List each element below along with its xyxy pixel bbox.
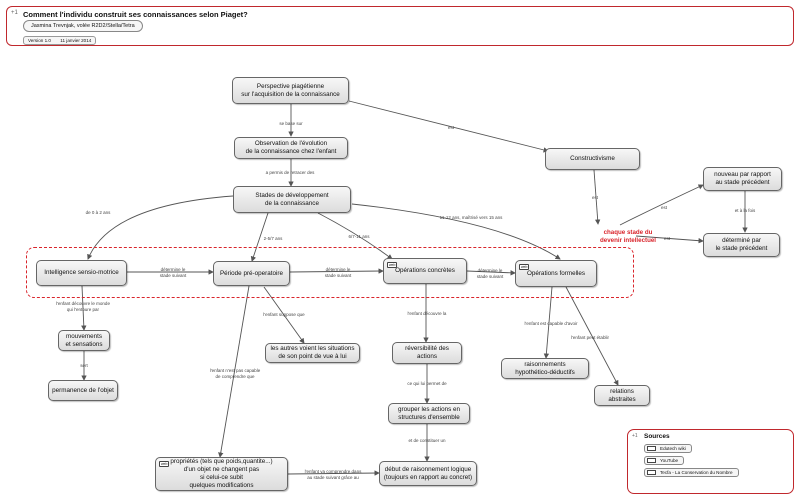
link-sensori-mouvements bbox=[81, 285, 87, 331]
link-label-constitue: et de constituer un bbox=[408, 438, 446, 443]
version-label: Version 1.0 bbox=[28, 38, 51, 43]
link-label-permet-de: ce qui lui permet de bbox=[407, 381, 447, 386]
link-concretes-formelles bbox=[466, 270, 516, 276]
link-label-age-0-2: de 0 à 2 ans bbox=[85, 210, 111, 215]
version-tag: Version 1.0 11 janvier 2014 bbox=[23, 36, 97, 45]
source-label: Tecfa - La Conservation du Nombre bbox=[660, 470, 733, 475]
link-formelles-raisonnements bbox=[543, 286, 553, 359]
link-stades-formelles bbox=[351, 203, 561, 260]
concept-operations-formelles[interactable]: web Opérations formelles bbox=[515, 260, 597, 287]
link-red-nouveau bbox=[619, 184, 704, 226]
concept-perspective[interactable]: Perspective piagétienne sur l'acquisitio… bbox=[232, 77, 349, 104]
link-label-decouvre-monde: l'enfant découvre le monde qui l'entoure… bbox=[56, 301, 110, 312]
link-label-a-permis: a permis de retracer des bbox=[265, 170, 315, 175]
link-constructivisme-red bbox=[593, 169, 601, 225]
concept-raisonnements[interactable]: raisonnements hypothético-déductifs bbox=[501, 358, 589, 379]
link-preop-autres bbox=[263, 286, 305, 344]
link-label-determine: détermine le stade suivant bbox=[324, 267, 352, 278]
concept-grouper[interactable]: grouper les actions en structures d'ense… bbox=[388, 403, 470, 424]
link-label-peut-etablir: l'enfant peut établir bbox=[571, 335, 609, 340]
stages-group-frame bbox=[26, 247, 634, 298]
concept-operations-concretes-label: Opérations concrètes bbox=[395, 267, 455, 274]
version-date: 11 janvier 2014 bbox=[60, 38, 92, 43]
concept-reversibilite[interactable]: réversibilité des actions bbox=[392, 342, 462, 364]
map-header: +1 Comment l'individu construit ses conn… bbox=[6, 6, 794, 46]
web-link-icon[interactable]: web bbox=[519, 264, 530, 270]
source-label: Edutech wiki bbox=[660, 446, 686, 451]
concept-debut-raisonnement[interactable]: début de raisonnement logique (toujours … bbox=[379, 461, 477, 486]
link-stades-preop bbox=[250, 212, 269, 262]
link-stades-concretes bbox=[317, 212, 393, 260]
link-formelles-relations bbox=[565, 286, 619, 386]
concept-operations-formelles-label: Opérations formelles bbox=[526, 269, 586, 277]
source-link[interactable]: YouTube bbox=[644, 456, 685, 465]
map-title: Comment l'individu construit ses connais… bbox=[23, 10, 248, 19]
concept-operations-concretes[interactable]: web Opérations concrètes bbox=[383, 258, 467, 284]
source-link[interactable]: Edutech wiki bbox=[644, 444, 692, 453]
concept-chaque-stade[interactable]: chaque stade du devenir intellectuel bbox=[599, 229, 657, 244]
concept-proprietes-label: propriétés (tels que poids,quantite...) … bbox=[170, 458, 273, 489]
link-proprietes-debut bbox=[287, 470, 380, 476]
sources-pin[interactable]: +1 bbox=[632, 433, 638, 439]
concept-observation[interactable]: Observation de l'évolution de la connais… bbox=[234, 137, 348, 159]
link-label-determine: détermine le stade suivant bbox=[159, 267, 187, 278]
concept-autres-voient[interactable]: les autres voient les situations de son … bbox=[265, 343, 360, 363]
link-label-se-base-sur: se base sur bbox=[279, 121, 303, 126]
web-link-icon bbox=[647, 446, 656, 452]
concept-constructivisme[interactable]: Constructivisme bbox=[545, 148, 640, 170]
link-label-sert: sert bbox=[80, 363, 88, 368]
sources-title: Sources bbox=[644, 433, 670, 440]
web-link-icon[interactable]: web bbox=[159, 461, 170, 467]
concept-sensori-motrice[interactable]: Intelligence sensio-motrice bbox=[36, 260, 127, 286]
sources-panel: +1 Sources Edutech wiki YouTube Tecfa - … bbox=[627, 429, 794, 494]
web-link-icon bbox=[647, 470, 656, 476]
link-label-determine: détermine le stade suivant bbox=[476, 268, 504, 279]
link-label-et-a-la-fois: et à la fois bbox=[734, 208, 756, 213]
link-label-est: est bbox=[447, 125, 455, 130]
concept-nouveau[interactable]: nouveau par rapport au stade précédent bbox=[703, 167, 782, 191]
link-label-est: est bbox=[591, 195, 599, 200]
link-label-age-2-7: 2-5/7 ans bbox=[263, 236, 283, 241]
link-perspective-constructivisme bbox=[348, 100, 549, 153]
link-label-capable-avoir: l'enfant est capable d'avoir bbox=[524, 321, 578, 326]
source-link[interactable]: Tecfa - La Conservation du Nombre bbox=[644, 468, 739, 477]
link-label-est: est bbox=[663, 236, 671, 241]
source-label: YouTube bbox=[660, 458, 679, 463]
concept-determine[interactable]: déterminé par le stade précédent bbox=[703, 233, 780, 257]
concept-stades[interactable]: Stades de développement de la connaissan… bbox=[233, 186, 351, 213]
link-label-age-11-12: 11-12 ans, maîtrisé vers 15 ans bbox=[439, 215, 503, 220]
web-link-icon bbox=[647, 458, 656, 464]
concept-proprietes[interactable]: web propriétés (tels que poids,quantite.… bbox=[155, 457, 288, 491]
link-label-est: est bbox=[660, 205, 668, 210]
author-tag[interactable]: Jasmina Trevnjak, volée R2D2/Stella/Tetr… bbox=[23, 20, 143, 32]
link-label-suppose: l'enfant suppose que bbox=[263, 312, 305, 317]
link-label-age-7-11: 6/7-11 ans bbox=[348, 234, 370, 239]
concept-preoperatoire[interactable]: Période pré-operatoire bbox=[213, 261, 290, 286]
link-label-ne-comprendre: l'enfant va comprendre dans au stade sui… bbox=[304, 469, 362, 480]
concept-permanence[interactable]: permanence de l'objet bbox=[48, 380, 118, 401]
link-stades-sensori bbox=[87, 195, 234, 260]
link-label-nest-pas: l'enfant n'est pas capable de comprendre… bbox=[209, 368, 261, 379]
web-link-icon[interactable]: web bbox=[387, 262, 398, 268]
link-preop-concretes bbox=[289, 268, 384, 274]
link-preop-proprietes bbox=[218, 285, 250, 458]
concept-mouvements[interactable]: mouvements et sensations bbox=[58, 330, 110, 351]
header-pin[interactable]: +1 bbox=[11, 10, 18, 16]
link-red-determine bbox=[635, 235, 704, 244]
concept-relations-abstraites[interactable]: relations abstraites bbox=[594, 385, 650, 406]
link-label-decouvre-la: l'enfant découvre la bbox=[407, 311, 447, 316]
